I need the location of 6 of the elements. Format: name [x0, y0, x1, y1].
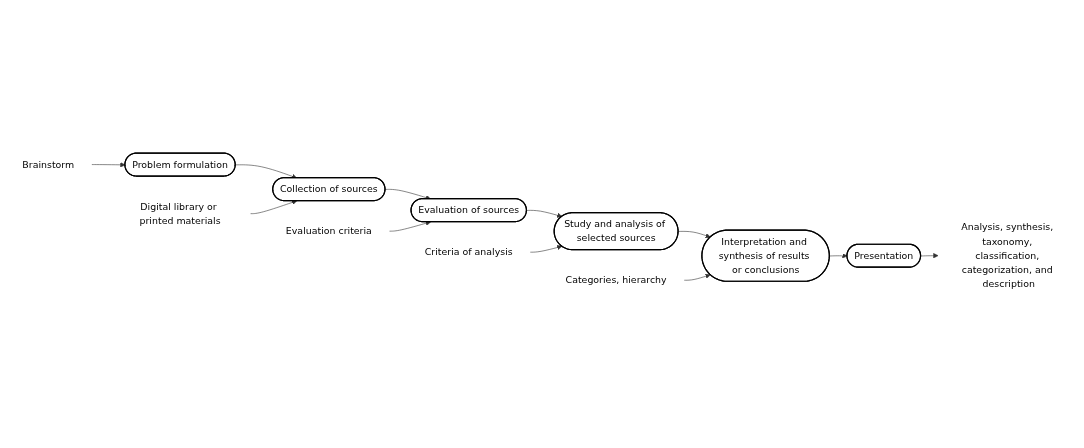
- node-text: Categories, hierarchy: [565, 274, 667, 286]
- node-text: Analysis, synthesis, taxonomy, classification, categorization, and description: [961, 221, 1054, 289]
- node-text: Digital library or printed materials: [139, 200, 221, 226]
- node-text: Evaluation criteria: [285, 225, 372, 237]
- node-text: Brainstorm: [22, 158, 75, 170]
- node-text: Criteria of analysis: [424, 246, 513, 258]
